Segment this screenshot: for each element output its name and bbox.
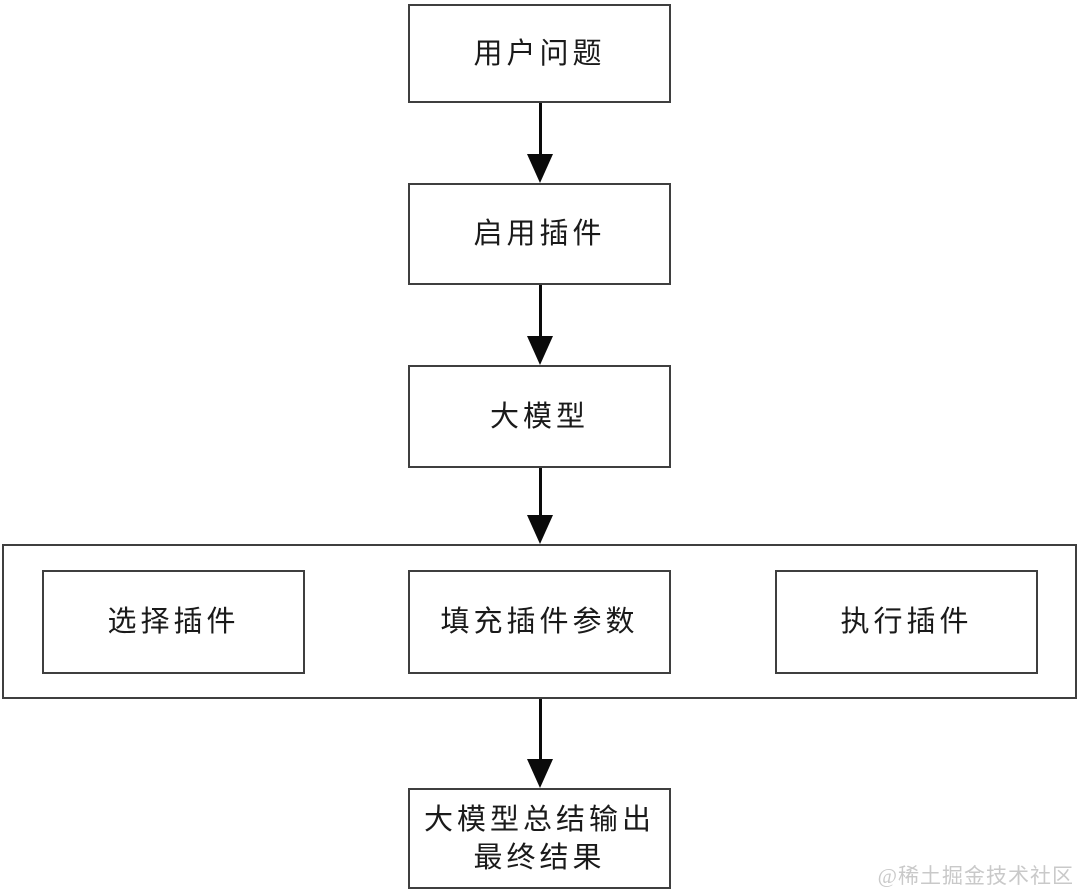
arrow-head-icon (527, 759, 553, 788)
node-final-output-line1: 大模型总结输出 (423, 803, 655, 836)
node-user-question: 用户问题 (408, 4, 671, 103)
arrow-line (538, 468, 542, 515)
arrow-plugin-stage-to-final-output (526, 699, 554, 788)
watermark-text: @稀土掘金技术社区 (877, 864, 1074, 888)
arrow-enable-plugin-to-llm (526, 285, 554, 365)
node-execute-plugin-label: 执行插件 (840, 606, 973, 638)
node-fill-plugin-params-label: 填充插件参数 (440, 606, 639, 638)
arrow-line (538, 699, 542, 759)
node-llm-label: 大模型 (489, 400, 589, 433)
node-execute-plugin: 执行插件 (775, 570, 1038, 674)
arrow-line (538, 285, 542, 336)
node-fill-plugin-params: 填充插件参数 (408, 570, 671, 674)
node-llm: 大模型 (408, 365, 671, 468)
arrow-user-question-to-enable-plugin (526, 103, 554, 183)
node-final-output-line2: 最终结果 (473, 841, 606, 874)
node-final-output: 大模型总结输出 最终结果 (408, 788, 671, 889)
node-final-output-label: 大模型总结输出 最终结果 (424, 801, 655, 877)
arrow-head-icon (527, 515, 553, 544)
plugin-stage-container (2, 544, 1077, 699)
node-select-plugin: 选择插件 (42, 570, 305, 674)
node-user-question-label: 用户问题 (473, 37, 606, 70)
node-enable-plugin: 启用插件 (408, 183, 671, 285)
node-select-plugin-label: 选择插件 (107, 606, 240, 638)
node-enable-plugin-label: 启用插件 (473, 218, 606, 250)
arrow-llm-to-plugin-stage (526, 468, 554, 544)
arrow-head-icon (527, 154, 553, 183)
arrow-line (538, 103, 542, 154)
arrow-head-icon (527, 336, 553, 365)
